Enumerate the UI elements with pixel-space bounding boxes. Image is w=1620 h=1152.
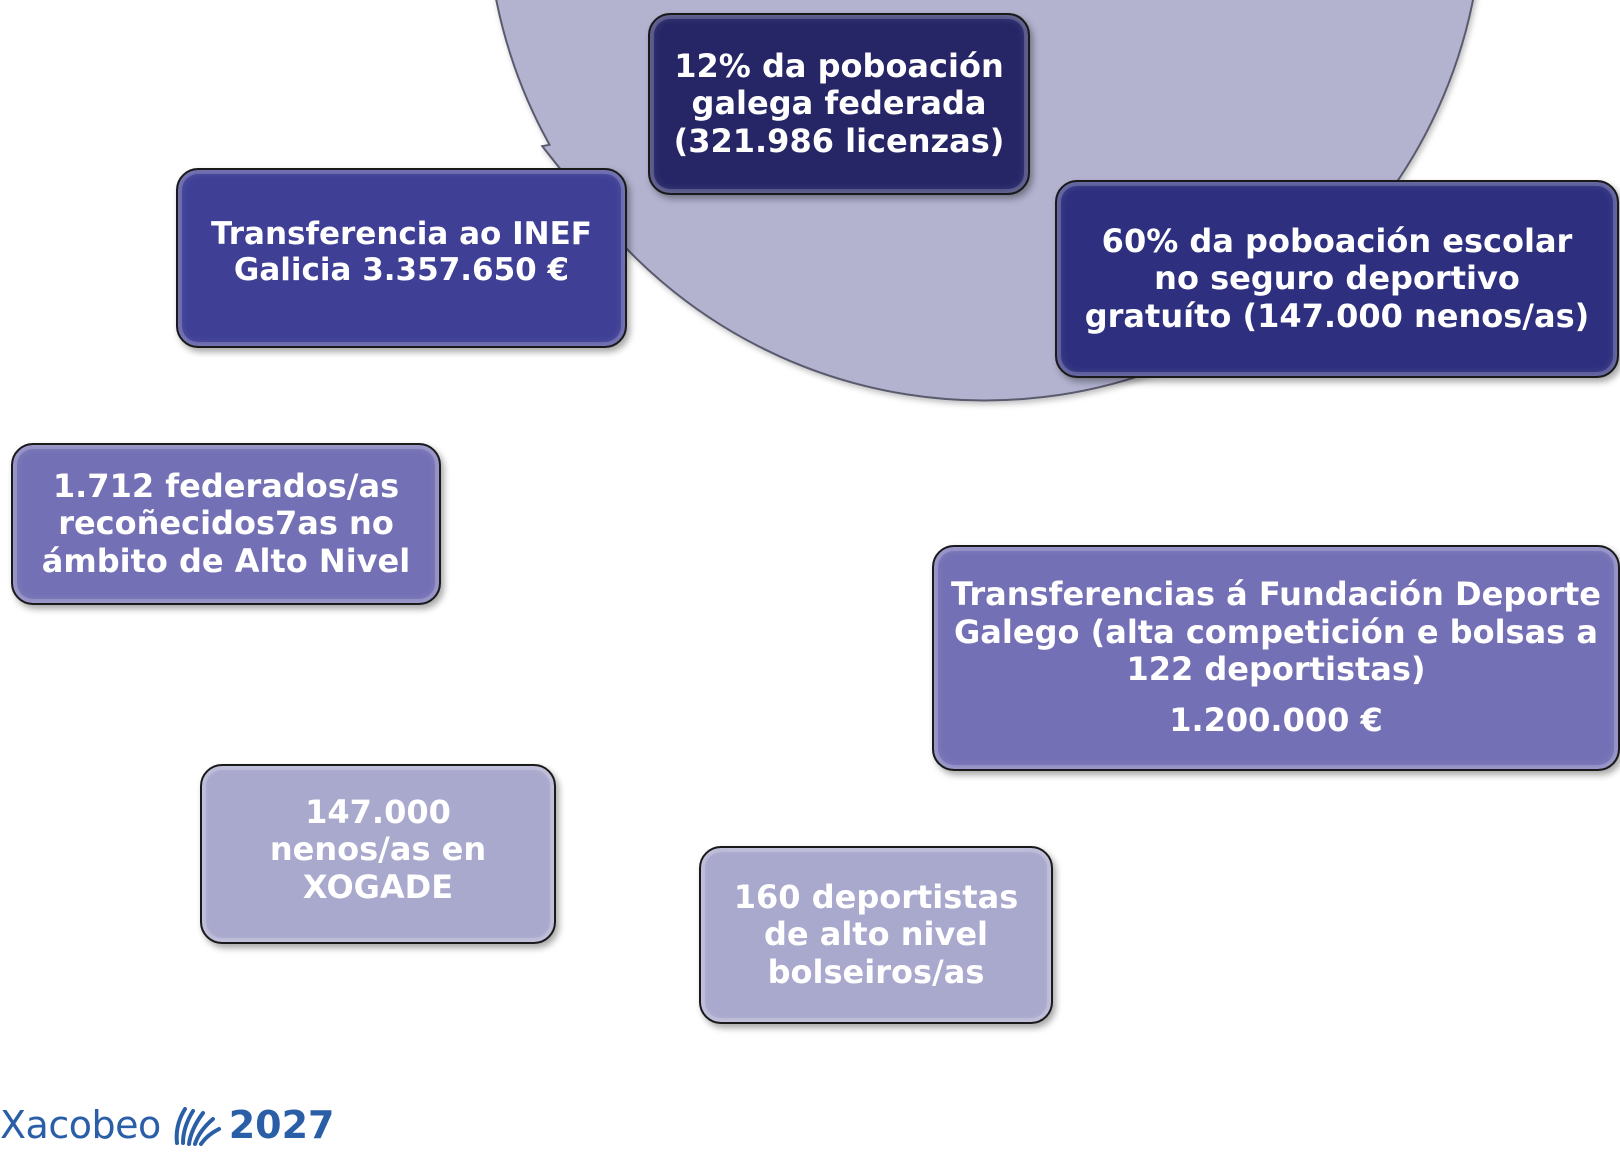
cycle-box-inef-transfer: Transferencia ao INEF Galicia 3.357.650 … <box>176 168 627 348</box>
box-text-line: nenos/as en <box>269 830 487 869</box>
xacobeo-logo: Xacobeo 2027 <box>0 1100 334 1150</box>
cycle-box-fundacion-transfer: Transferencias á Fundación Deporte Galeg… <box>932 545 1620 771</box>
cycle-box-population-federated: 12% da poboación galega federada (321.98… <box>648 13 1030 195</box>
box-text-line: Transferencia ao INEF <box>211 216 592 252</box>
box-text-line: ámbito de Alto Nivel <box>41 541 411 580</box>
box-text-line: (321.986 licenzas) <box>673 121 1005 160</box>
box-text-line: no seguro deportivo <box>1154 259 1520 298</box>
box-text-line: Transferencias á Fundación Deporte <box>951 575 1601 614</box>
box-text-line: Galego (alta competición e bolsas a <box>954 612 1598 651</box>
box-text-line: recoñecidos7as no <box>58 504 394 543</box>
scallop-shell-icon <box>174 1107 221 1146</box>
box-text-line: XOGADE <box>302 867 454 906</box>
box-text-line: 1.712 federados/as <box>52 466 400 505</box>
box-text-line: gratuíto (147.000 nenos/as) <box>1084 296 1590 335</box>
box-text-line: 122 deportistas) <box>1126 650 1426 688</box>
box-amount: 1.200.000 € <box>1169 701 1383 740</box>
logo-wordmark: Xacobeo <box>0 1103 161 1147</box>
box-text-line: bolseiros/as <box>767 952 985 991</box>
box-text-line: 147.000 <box>305 793 451 831</box>
logo-year: 2027 <box>228 1103 335 1147</box>
cycle-box-school-insurance: 60% da poboación escolar no seguro depor… <box>1055 180 1619 378</box>
cycle-box-xogade: 147.000 nenos/as en XOGADE <box>200 764 556 944</box>
box-text-line: 160 deportistas <box>733 877 1019 916</box>
box-text-line: 12% da poboación <box>674 46 1004 85</box>
box-text-line: galega federada <box>691 84 987 123</box>
box-text-line: Galicia 3.357.650 € <box>233 252 570 289</box>
cycle-box-alto-nivel: 1.712 federados/as recoñecidos7as no ámb… <box>11 443 441 605</box>
box-text-line: 60% da poboación escolar <box>1101 221 1573 260</box>
cycle-box-bolseiros: 160 deportistas de alto nivel bolseiros/… <box>699 846 1053 1024</box>
box-text-line: de alto nivel <box>763 915 988 954</box>
